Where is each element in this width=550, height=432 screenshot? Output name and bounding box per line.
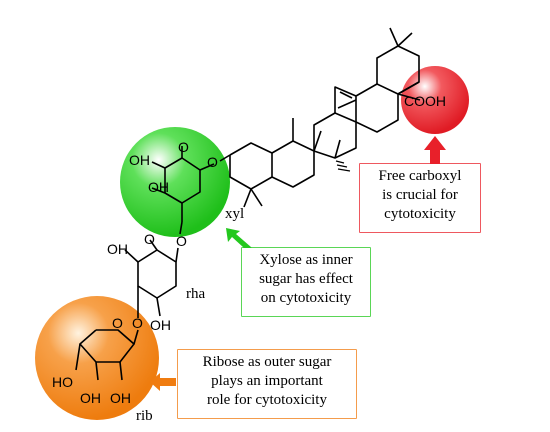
xylose-annotation: Xylose as inner sugar has effect on cyto… — [242, 248, 370, 316]
xylose-highlight — [120, 127, 230, 237]
rib-label: rib — [136, 408, 153, 424]
carboxyl-line-2: is crucial for — [382, 187, 458, 203]
cooh-label: COOH — [404, 93, 446, 109]
ribose-line-2: plays an important — [211, 373, 323, 389]
ribose-line-3: role for cytotoxicity — [207, 392, 327, 408]
carboxyl-arrow — [424, 136, 446, 164]
xylose-ring — [151, 146, 215, 235]
ribose-oh-1: OH — [80, 390, 101, 406]
ribose-annotation: Ribose as outer sugar plays an important… — [178, 350, 356, 418]
ribose-highlight — [35, 296, 159, 420]
rha-label: rha — [186, 286, 205, 302]
rhamnose-oh-1: OH — [107, 241, 128, 257]
ribose-oh-2: OH — [110, 390, 131, 406]
glycosidic-o-1: O — [207, 154, 218, 170]
carboxyl-line-1: Free carboxyl — [378, 168, 462, 184]
xylose-oh-2: OH — [148, 179, 169, 195]
carboxyl-line-3: cytotoxicity — [384, 206, 456, 222]
carboxyl-annotation: Free carboxyl is crucial for cytotoxicit… — [360, 164, 480, 232]
hashed-methyl — [335, 160, 351, 172]
ribose-arrow — [150, 373, 176, 391]
rhamnose-oh-2: OH — [150, 317, 171, 333]
xylose-line-1: Xylose as inner — [259, 252, 353, 268]
xyl-label: xyl — [225, 206, 244, 222]
xylose-line-3: on cytotoxicity — [260, 290, 352, 306]
ribose-ring-o: O — [112, 315, 123, 331]
rhamnose-ring-o: O — [144, 231, 155, 247]
ribose-ring — [75, 329, 139, 381]
ribose-ho: HO — [52, 374, 73, 390]
ribose-line-1: Ribose as outer sugar — [202, 354, 332, 370]
xylose-line-2: sugar has effect — [259, 271, 353, 287]
triterpene-skeleton — [219, 27, 421, 208]
rhamnose-ring — [124, 239, 179, 318]
glycosidic-o-3: O — [132, 315, 143, 331]
xylose-ring-o: O — [178, 139, 189, 155]
glycosidic-o-2: O — [176, 233, 187, 249]
xylose-oh-1: OH — [129, 152, 150, 168]
